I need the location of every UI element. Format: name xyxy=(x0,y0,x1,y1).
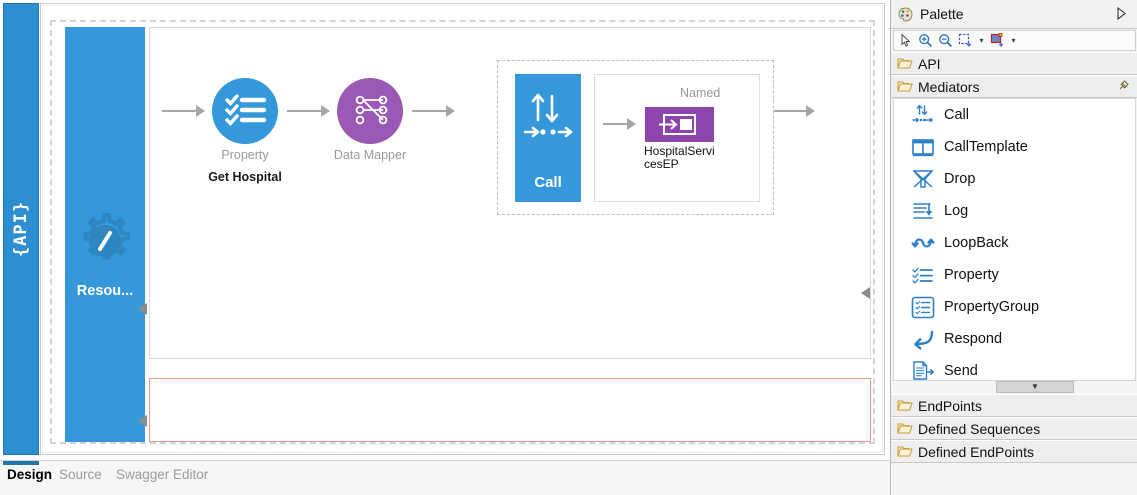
expand-arrow-icon[interactable] xyxy=(1116,6,1127,23)
editor-tabbar: Design Source Swagger Editor xyxy=(0,460,890,495)
tab-swagger-editor[interactable]: Swagger Editor xyxy=(116,467,209,482)
canvas-viewport[interactable]: Resou... xyxy=(42,5,883,453)
palette-item-label: PropertyGroup xyxy=(944,299,1040,315)
node-name-label: Get Hospital xyxy=(208,170,282,184)
folder-icon xyxy=(897,399,913,412)
tab-design[interactable]: Design xyxy=(7,467,53,482)
palette-item-label: Send xyxy=(944,363,978,379)
connector-property-datamapper xyxy=(287,105,330,117)
palette-toolbar[interactable]: ▾ ▾ xyxy=(893,30,1136,51)
palette-title: Palette xyxy=(920,6,964,22)
palette-item-propertygroup[interactable]: PropertyGroup xyxy=(894,291,1135,323)
mediator-node-property[interactable]: Property Get Hospital xyxy=(208,78,282,184)
diagram-editor[interactable]: {API} xyxy=(0,0,890,495)
canvas-frame: Resou... xyxy=(40,3,885,455)
log-icon xyxy=(910,198,936,224)
zoom-out-icon[interactable] xyxy=(937,32,954,49)
respond-icon xyxy=(910,326,936,352)
palette-item-call[interactable]: Call xyxy=(894,99,1135,131)
endpoint-name-label: HospitalServicesEP xyxy=(644,145,715,169)
palette-group-defined-sequences[interactable]: Defined Sequences xyxy=(891,417,1137,440)
zoom-in-icon[interactable] xyxy=(917,32,934,49)
node-type-label: Data Mapper xyxy=(333,148,407,162)
pin-icon[interactable] xyxy=(1118,80,1129,94)
palette-item-property[interactable]: Property xyxy=(894,259,1135,291)
connector-call-endpoint xyxy=(603,118,636,130)
api-dashed-container: Resou... xyxy=(50,20,875,444)
palette-item-loopback[interactable]: LoopBack xyxy=(894,227,1135,259)
resource-node[interactable]: Resou... xyxy=(65,27,145,442)
resource-gear-icon xyxy=(73,209,137,278)
palette-header: Palette xyxy=(891,0,1137,29)
palette-item-label: CallTemplate xyxy=(944,139,1028,155)
connector-datamapper-call xyxy=(412,105,455,117)
return-arrow-marker-fault xyxy=(138,415,147,427)
mediator-list[interactable]: Call CallTemplate xyxy=(893,98,1136,381)
folder-icon xyxy=(897,422,913,435)
property-mediator-icon xyxy=(910,262,936,288)
return-arrow-marker-in xyxy=(138,303,147,315)
palette-icon xyxy=(898,7,913,22)
palette-group-label: Defined Sequences xyxy=(918,420,1041,437)
folder-icon xyxy=(897,57,913,70)
palette-item-label: Drop xyxy=(944,171,976,187)
palette-item-label: Respond xyxy=(944,331,1003,347)
in-sequence-panel[interactable]: Property Get Hospital xyxy=(149,27,871,359)
connector-call-exit xyxy=(774,105,815,117)
folder-icon xyxy=(897,445,913,458)
api-vertical-strip[interactable]: {API} xyxy=(3,3,39,455)
fault-sequence-panel[interactable] xyxy=(149,378,871,442)
tab-source[interactable]: Source xyxy=(59,467,102,482)
palette-group-api[interactable]: API xyxy=(891,52,1137,75)
send-icon xyxy=(910,358,936,380)
marquee-dropdown-caret-icon[interactable]: ▾ xyxy=(979,36,984,45)
create-dropdown-caret-icon[interactable]: ▾ xyxy=(1011,36,1016,45)
palette-item-respond[interactable]: Respond xyxy=(894,323,1135,355)
palette-item-label: Call xyxy=(944,107,969,123)
call-mediator-group[interactable]: Call Named xyxy=(497,60,774,215)
palette-item-send[interactable]: Send xyxy=(894,355,1135,380)
call-label: Call xyxy=(534,174,562,191)
palette-item-label: LoopBack xyxy=(944,235,1009,251)
palette-group-defined-endpoints[interactable]: Defined EndPoints xyxy=(891,440,1137,463)
loopback-icon xyxy=(910,230,936,256)
palette-item-label: Property xyxy=(944,267,999,283)
call-mediator-node[interactable]: Call xyxy=(515,74,581,202)
palette-item-drop[interactable]: Drop xyxy=(894,163,1135,195)
palette-group-label: Defined EndPoints xyxy=(918,443,1034,460)
property-icon xyxy=(212,78,278,144)
palette-group-label: API xyxy=(918,55,941,72)
calltemplate-icon xyxy=(910,134,936,160)
palette-panel[interactable]: Palette ▾ ▾ xyxy=(890,0,1137,495)
canvas-right-arrow-marker xyxy=(861,287,870,299)
select-tool-icon[interactable] xyxy=(897,32,914,49)
resource-label: Resou... xyxy=(76,283,134,299)
datamapper-icon xyxy=(337,78,403,144)
call-endpoint-container[interactable]: Named xyxy=(594,74,760,202)
node-type-label: Property xyxy=(221,148,269,162)
api-strip-label: {API} xyxy=(11,200,31,258)
palette-item-log[interactable]: Log xyxy=(894,195,1135,227)
folder-icon xyxy=(897,80,913,93)
scroll-down-icon[interactable]: ▼ xyxy=(996,381,1074,393)
propertygroup-icon xyxy=(910,294,936,320)
palette-group-label: Mediators xyxy=(918,78,980,95)
palette-item-calltemplate[interactable]: CallTemplate xyxy=(894,131,1135,163)
named-endpoint-icon[interactable] xyxy=(645,107,714,142)
marquee-select-icon[interactable] xyxy=(957,32,974,49)
connector-entry-property xyxy=(162,105,205,117)
tab-accent-bar xyxy=(3,461,39,465)
palette-group-mediators[interactable]: Mediators xyxy=(891,75,1137,98)
drop-icon xyxy=(910,166,936,192)
palette-item-label: Log xyxy=(944,203,969,219)
create-element-icon[interactable] xyxy=(989,32,1006,49)
endpoint-type-label: Named xyxy=(680,86,721,100)
mediator-node-datamapper[interactable]: Data Mapper xyxy=(334,78,406,162)
palette-group-endpoints[interactable]: EndPoints xyxy=(891,394,1137,417)
palette-group-label: EndPoints xyxy=(918,397,982,414)
call-mediator-icon xyxy=(910,102,936,128)
